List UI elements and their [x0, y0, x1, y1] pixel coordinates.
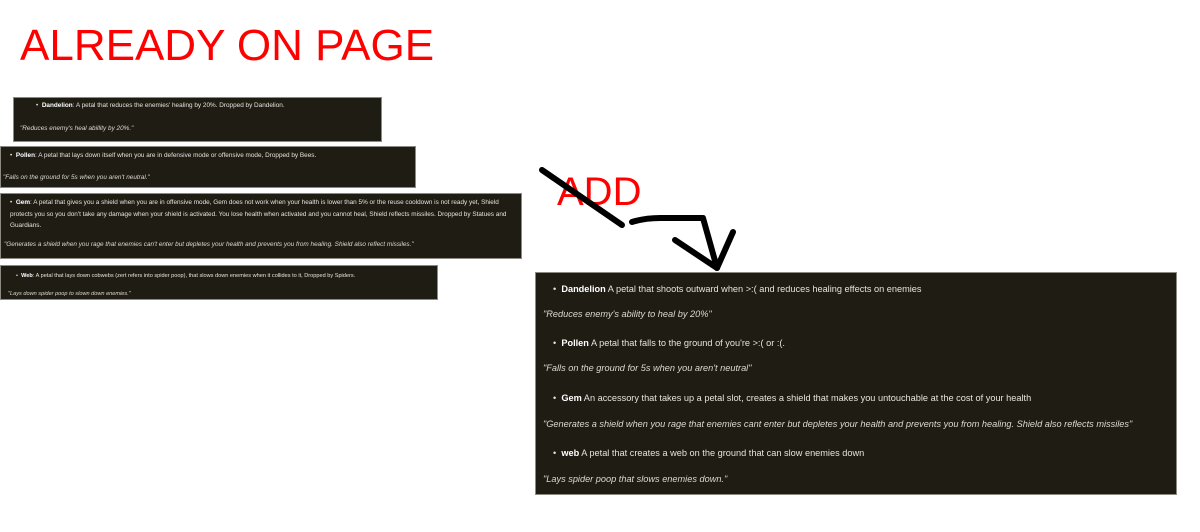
existing-entry-web: • Web: A petal that lays down cobwebs (z… — [0, 265, 438, 300]
new-entry-gem: • Gem An accessory that takes up a petal… — [553, 393, 1031, 403]
entry-line: • Web: A petal that lays down cobwebs (z… — [16, 272, 355, 281]
entry-description: A petal that lays down itself when you a… — [36, 152, 317, 159]
entry-description: A petal that reduces the enemies' healin… — [74, 102, 285, 109]
entry-name: Pollen — [561, 338, 589, 348]
bullet-icon: • — [10, 152, 13, 159]
entry-name: Gem — [561, 393, 582, 403]
entry-separator: : — [72, 102, 75, 109]
entry-separator: : — [30, 199, 32, 206]
entry-quote: "Falls on the ground for 5s when you are… — [543, 363, 752, 373]
new-entry-dandelion: • Dandelion A petal that shoots outward … — [553, 284, 921, 294]
entry-line: • Dandelion: A petal that reduces the en… — [36, 101, 285, 110]
entry-quote: "Reduces enemy's ability to heal by 20%" — [543, 309, 712, 319]
entry-quote: "Generates a shield when you rage that e… — [543, 419, 1133, 429]
entry-name: web — [561, 448, 580, 458]
entry-description: A petal that shoots outward when >:( and… — [605, 284, 922, 294]
entry-name: Dandelion — [41, 102, 73, 109]
existing-entry-pollen: • Pollen: A petal that lays down itself … — [0, 146, 416, 188]
entry-description: A petal that lays down cobwebs (zert ref… — [34, 273, 356, 279]
entry-name: Web — [21, 273, 33, 279]
entry-quote: "Lays spider poop that slows enemies dow… — [543, 474, 728, 484]
entry-separator: : — [35, 152, 37, 159]
bullet-icon: • — [553, 338, 557, 348]
bullet-icon: • — [16, 273, 18, 279]
new-entry-pollen: • Pollen A petal that falls to the groun… — [553, 338, 785, 348]
entry-separator: : — [32, 273, 35, 279]
entry-quote: "Falls on the ground for 5s when you are… — [3, 174, 150, 181]
entry-line: • Pollen: A petal that lays down itself … — [10, 151, 316, 160]
new-entry-web: • web A petal that creates a web on the … — [553, 448, 864, 458]
add-annotation: ADD — [539, 160, 805, 280]
new-entries-panel: • Dandelion A petal that shoots outward … — [535, 272, 1177, 495]
entry-quote: "Generates a shield when you rage that e… — [4, 241, 414, 248]
existing-entry-gem: • Gem: A petal that gives you a shield w… — [0, 193, 522, 259]
entry-quote: "Lays down spider poop to slown down ene… — [8, 291, 131, 297]
bullet-icon: • — [553, 284, 557, 294]
entry-name: Dandelion — [561, 284, 606, 294]
entry-description: An accessory that takes up a petal slot,… — [581, 393, 1032, 403]
already-on-page-heading: ALREADY ON PAGE — [20, 21, 435, 70]
existing-entry-dandelion: • Dandelion: A petal that reduces the en… — [13, 97, 382, 142]
bullet-icon: • — [553, 448, 557, 458]
entry-quote: "Reduces enemy's heal abillity by 20%." — [20, 125, 134, 132]
entry-name: Gem — [15, 199, 31, 206]
bullet-icon: • — [36, 102, 39, 109]
entry-description: A petal that creates a web on the ground… — [579, 448, 865, 458]
bullet-icon: • — [553, 393, 557, 403]
bullet-icon: • — [10, 199, 13, 206]
entry-description: A petal that gives you a shield when you… — [10, 199, 507, 229]
entry-name: Pollen — [15, 152, 35, 159]
entry-description: A petal that falls to the ground of you'… — [588, 338, 785, 348]
arrow-down-icon — [539, 167, 736, 271]
entry-line: • Gem: A petal that gives you a shield w… — [10, 197, 510, 232]
